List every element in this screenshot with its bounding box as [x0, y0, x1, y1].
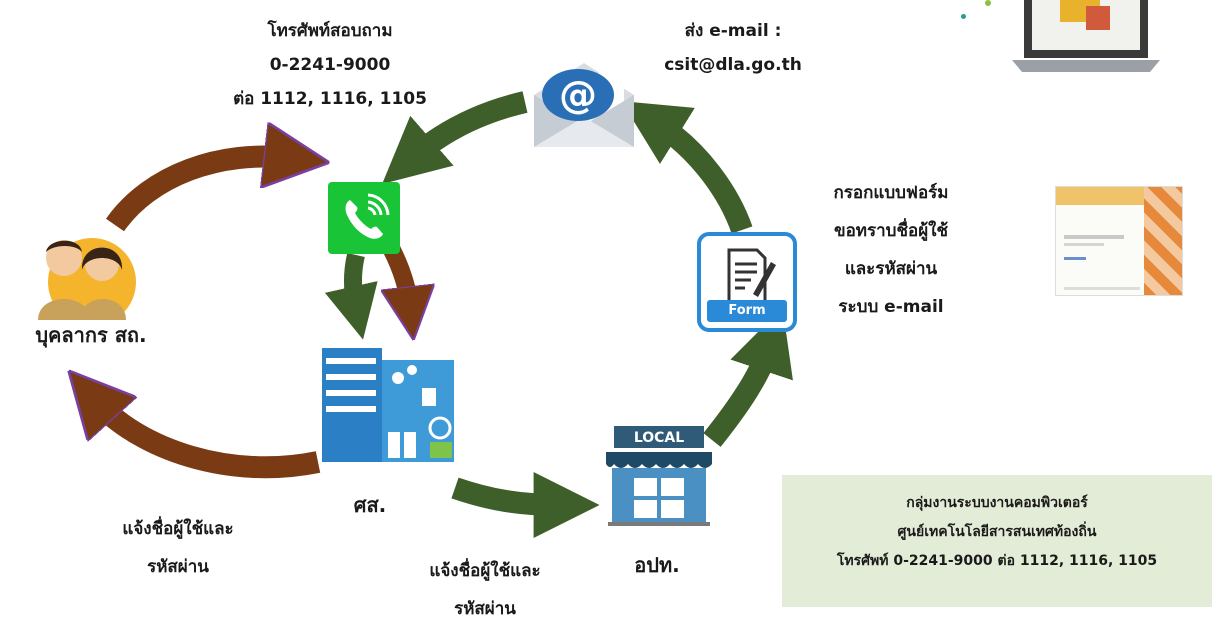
laptop-megaphone-image: [1012, 0, 1162, 72]
local-shop-icon: LOCAL: [602, 426, 716, 526]
form-instructions-label: กรอกแบบฟอร์ม ขอทราบชื่อผู้ใช้ และรหัสผ่า…: [833, 183, 949, 317]
phone-extensions: ต่อ 1112, 1116, 1105: [233, 89, 427, 109]
notify-left-label: แจ้งชื่อผู้ใช้และ รหัสผ่าน: [122, 519, 234, 577]
phone-inquiry-label: โทรศัพท์สอบถาม 0-2241-9000 ต่อ 1112, 111…: [210, 14, 450, 116]
website-thumbnail-image: [1055, 186, 1183, 296]
office-building-icon: [318, 340, 458, 462]
arrow-phone-to-center: [324, 252, 378, 340]
form-icon: Form: [697, 232, 797, 332]
phone-icon: [328, 182, 400, 254]
arrow-local-to-form: [703, 307, 793, 447]
arrow-form-to-email: [621, 101, 753, 234]
info-box-department: กลุ่มงานระบบงานคอมพิวเตอร์: [906, 495, 1088, 511]
phone-number: 0-2241-9000: [269, 55, 391, 75]
svg-text:@: @: [559, 73, 597, 117]
local-org-label: อปท.: [634, 553, 680, 577]
form-icon-caption: Form: [707, 300, 787, 322]
email-address: csit@dla.go.th: [664, 55, 802, 75]
arrow-phone-to-center-brown: [392, 245, 410, 308]
email-label-title: ส่ง e-mail :: [684, 21, 782, 41]
info-box-phone: โทรศัพท์ 0-2241-9000 ต่อ 1112, 1116, 110…: [836, 553, 1158, 569]
decor-dot-teal: [961, 14, 966, 19]
arrow-email-to-phone: [382, 91, 528, 184]
contact-info-box: กลุ่มงานระบบงานคอมพิวเตอร์ ศูนย์เทคโนโลย…: [782, 475, 1212, 607]
info-box-center: ศูนย์เทคโนโลยีสารสนเทศท้องถิ่น: [897, 524, 1097, 540]
decor-dot-green: [985, 0, 991, 6]
phone-inquiry-title: โทรศัพท์สอบถาม: [267, 21, 393, 41]
notify-bottom-label: แจ้งชื่อผู้ใช้และ รหัสผ่าน: [429, 561, 541, 619]
arrow-personnel-to-phone: [105, 157, 290, 232]
center-label: ศส.: [353, 493, 387, 517]
personnel-label: บุคลากร สถ.: [35, 323, 147, 347]
arrow-center-to-local: [451, 471, 600, 538]
personnel-icon: [20, 230, 138, 326]
arrow-center-to-personnel: [95, 400, 321, 479]
svg-text:LOCAL: LOCAL: [634, 430, 684, 446]
email-envelope-icon: @: [528, 55, 640, 151]
email-label: ส่ง e-mail : csit@dla.go.th: [628, 14, 838, 82]
